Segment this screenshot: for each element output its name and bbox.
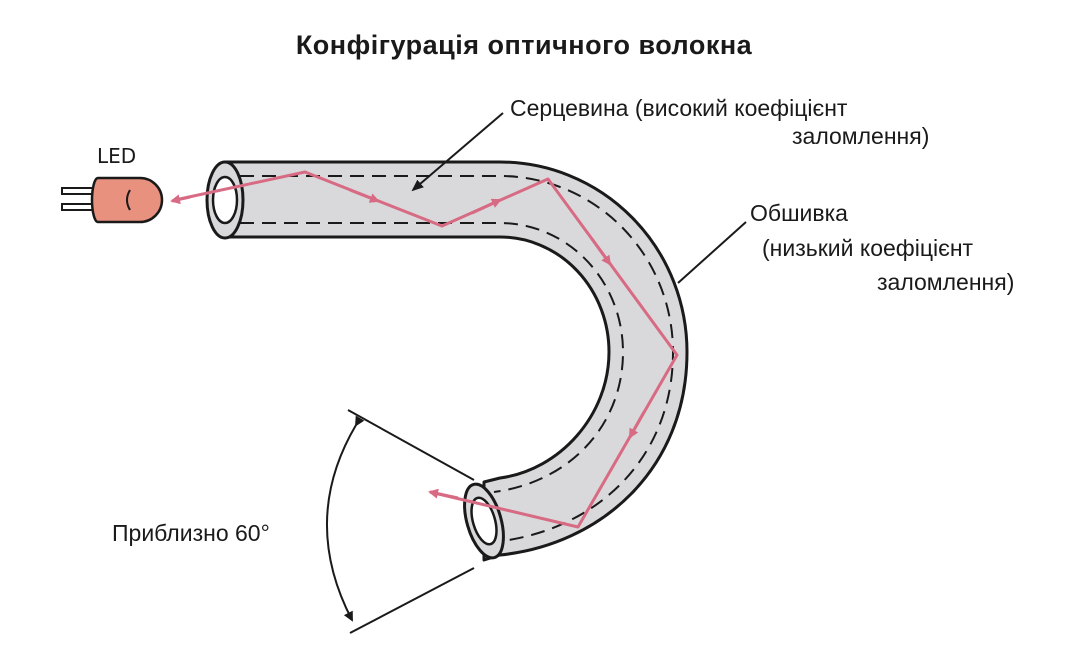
fiber-output-core	[470, 496, 498, 546]
led-label: LED	[97, 144, 137, 168]
cladding-label-line2: (низький коефіцієнт	[762, 235, 974, 261]
angle-ray-upper	[347, 409, 475, 481]
cladding-label-line3: заломлення)	[877, 269, 1015, 295]
core-label-line1: Серцевина (високий коефіцієнт	[510, 95, 848, 121]
cladding-pointer	[677, 221, 747, 284]
angle-arc	[325, 415, 365, 622]
angle-ray-lower	[349, 567, 475, 634]
led-icon	[61, 176, 164, 224]
fiber-input-core	[211, 175, 239, 225]
page-title: Конфігурація оптичного волокна	[295, 30, 753, 60]
light-ray	[170, 170, 679, 529]
core-pointer	[411, 112, 504, 192]
core-boundary-inner	[240, 222, 625, 493]
fiber-cladding	[223, 160, 689, 562]
cladding-label-line1: Обшивка	[750, 200, 848, 226]
core-label-line2: заломлення)	[792, 123, 930, 149]
angle-label: Приблизно 60°	[112, 520, 270, 546]
core-boundary-outer	[240, 175, 675, 543]
